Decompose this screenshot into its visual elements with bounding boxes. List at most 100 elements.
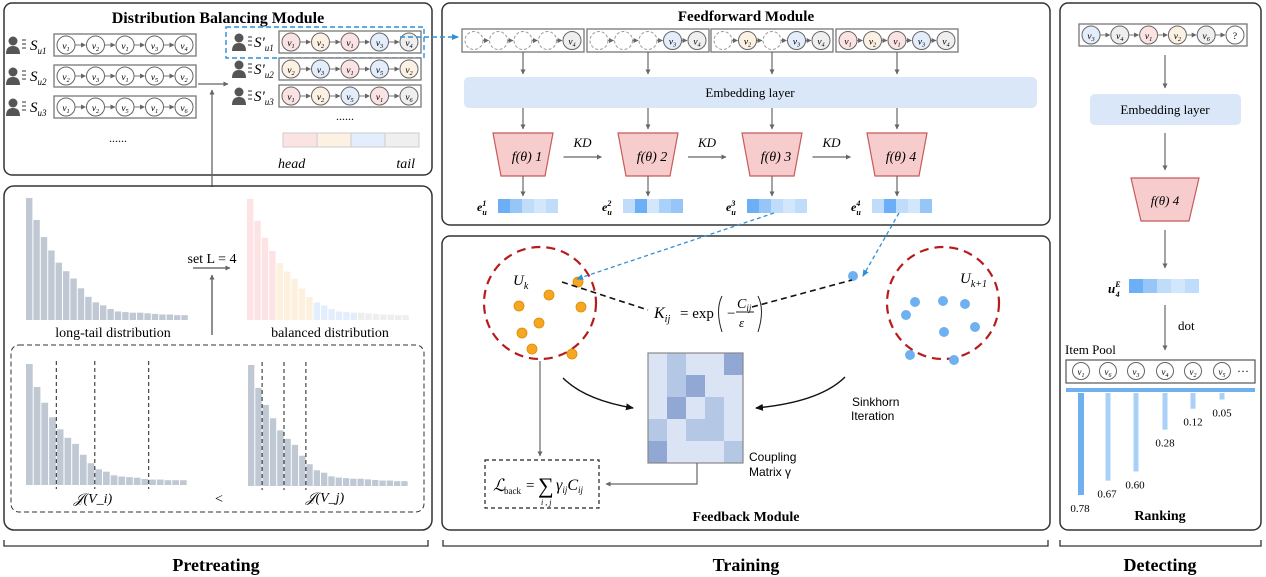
item-circle: [145, 35, 164, 55]
sequence-item: v2: [281, 59, 301, 79]
sequence-item: [513, 31, 533, 50]
item-circle: [399, 59, 419, 79]
item-circle: [86, 97, 105, 117]
distribution-bar: [41, 402, 49, 485]
pool-item: v2: [1184, 362, 1202, 380]
item-circle: [86, 66, 105, 86]
distribution-bar: [172, 480, 179, 485]
user-embedding-cell: [1185, 279, 1199, 293]
distribution-bar: [174, 315, 181, 320]
item-circle: [174, 35, 194, 55]
embedding-cell: [795, 199, 807, 213]
distribution-bar: [402, 315, 409, 320]
pool-item: v3: [1127, 362, 1145, 380]
distribution-bar: [247, 199, 254, 320]
distribution-bar: [387, 314, 394, 320]
distribution-bar: [379, 480, 386, 486]
item-label: v5: [151, 73, 158, 84]
item-label: v1: [346, 66, 353, 77]
matrix-cell: [724, 353, 744, 376]
matrix-cell: [724, 441, 744, 464]
item-label: v3: [92, 73, 99, 84]
uk-point: [516, 327, 528, 339]
item-circle: [115, 35, 135, 55]
ranking-bar: [1133, 393, 1139, 472]
distribution-bar: [395, 315, 402, 320]
coupling-matrix: [648, 353, 744, 464]
embedding-cell: [635, 199, 647, 213]
item-label: v1: [1078, 367, 1085, 379]
distribution-bar: [107, 309, 114, 320]
distribution-bar: [394, 481, 401, 486]
loss-box: [484, 459, 600, 509]
distribution-bar: [26, 364, 33, 485]
sequence-item: v3: [912, 31, 931, 50]
uk-point: [566, 348, 578, 360]
item-label: v3: [918, 38, 925, 49]
item-label: v1: [346, 39, 353, 50]
model-block: [617, 132, 679, 177]
item-circle: [638, 31, 658, 50]
item-label: v4: [817, 38, 824, 49]
jv-j-chart: [248, 362, 408, 490]
item-circle: [1072, 362, 1090, 380]
item-label: v1: [287, 93, 294, 104]
svg-text:=: =: [526, 478, 534, 494]
item-circle: [1139, 25, 1159, 45]
sequence-item: v2: [738, 31, 757, 50]
user-icon: [232, 87, 252, 105]
item-circle: [863, 31, 882, 50]
sequence-item: v3: [663, 31, 682, 50]
score-label: 0.05: [1212, 408, 1232, 420]
svg-text:ε: ε: [739, 315, 745, 330]
item-circle: [281, 59, 301, 79]
distribution-bar: [70, 278, 77, 320]
item-circle: [56, 66, 76, 86]
legend-swatch-mid_tail: [350, 132, 386, 148]
distribution-bar: [254, 220, 261, 320]
item-label: v1: [62, 104, 69, 115]
sequence-item: [464, 31, 484, 50]
ranking-bars: 0.780.670.600.280.120.05: [1070, 393, 1232, 515]
item-label: v5: [376, 66, 383, 77]
matrix-cell: [705, 419, 725, 442]
item-label: v6: [180, 104, 188, 115]
matrix-cell: [648, 375, 668, 398]
embedding-cell: [896, 199, 908, 213]
embedding-cell: [546, 199, 558, 213]
item-circle: [115, 66, 135, 86]
item-pool-box: [1065, 359, 1256, 384]
distribution-bar: [306, 464, 313, 486]
matrix-to-loss-arrow: [605, 463, 698, 487]
sinkhorn-label-2: Iteration: [851, 409, 894, 423]
distribution-bar: [151, 313, 159, 320]
distribution-bar: [114, 311, 122, 320]
kernel-link-right: [751, 279, 853, 308]
sequence-item: v6: [174, 97, 194, 117]
item-label: v2: [287, 66, 295, 77]
embedding-cell: [659, 199, 671, 213]
user-icon: [6, 36, 26, 54]
distribution-bar: [358, 312, 365, 320]
item-circle: [464, 31, 484, 50]
model-block: [741, 132, 803, 177]
embedding-cell: [908, 199, 920, 213]
svg-text:back: back: [504, 486, 521, 496]
kernel-formula: Kij = exp − Cij ε: [653, 295, 762, 333]
item-label: v6: [1105, 367, 1112, 379]
distribution-bar: [328, 309, 335, 320]
svg-text:γijCij: γijCij: [556, 477, 584, 495]
distribution-bar: [321, 472, 328, 486]
score-label: 0.67: [1097, 489, 1117, 501]
svg-text:= exp: = exp: [680, 306, 714, 322]
matrix-cell: [705, 441, 725, 464]
training-bracket: [442, 540, 1049, 547]
embedding-cell: [920, 199, 932, 213]
ranking-bar: [1219, 393, 1225, 400]
